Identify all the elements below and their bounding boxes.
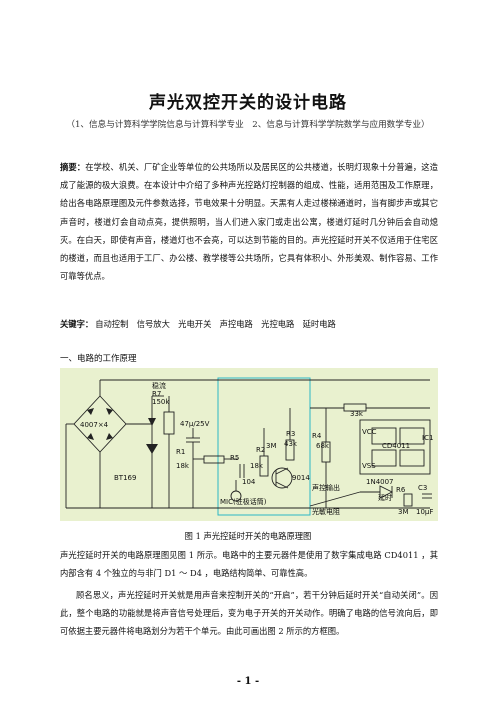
fig-label-r3-value: 43k	[284, 440, 298, 448]
fig-label-transistor: 9014	[292, 474, 310, 482]
keywords-text: 自动控制 信号放大 光电开关 声控电路 光控电路 延时电路	[95, 319, 336, 329]
fig-label-r3: R3	[286, 430, 295, 438]
fig-label-r1-value: 18k	[176, 462, 190, 470]
fig-label-r5: R5	[230, 454, 239, 462]
fig-label-mic: MIC(驻极话筒)	[220, 497, 267, 506]
page-number: - 1 -	[236, 676, 260, 687]
fig-label-r7: R7	[152, 390, 161, 398]
fig-label-zener: 稳流	[152, 381, 166, 390]
fig-label-mic-resistor: 3M	[266, 442, 277, 450]
fig-label-33k: 33k	[350, 410, 364, 418]
fig-label-bridge: 4007×4	[80, 421, 109, 429]
figure-caption: 图 1 声光控延时开关的电路原理图	[184, 531, 312, 541]
fig-label-ic-name: CD4011	[382, 442, 410, 450]
fig-label-1n4007: 1N4007	[366, 478, 394, 486]
circuit-diagram: 4007×4 稳流 R7 150k 47μ/25V R1 18k BT169 R…	[60, 368, 438, 521]
author-affiliation: （1、信息与计算科学学院信息与计算科学专业 2、信息与计算科学学院数学与应用数学…	[66, 120, 430, 130]
body-paragraph-2: 顾名思义，声光控延时开关就是用声音来控制开关的“开启”，若干分钟后延时开关“自动…	[60, 590, 438, 637]
fig-label-sound-output: 声控输出	[312, 483, 340, 492]
fig-label-vcc: VCC	[362, 428, 377, 436]
keywords: 关键字：自动控制 信号放大 光电开关 声控电路 光控电路 延时电路	[60, 318, 336, 330]
keywords-label: 关键字：	[60, 319, 94, 329]
fig-label-c3: C3	[418, 484, 427, 492]
abstract-label: 摘要：	[60, 162, 86, 172]
fig-label-c3-value: 10μF	[416, 508, 433, 516]
fig-label-vss: VSS	[362, 462, 376, 470]
fig-label-light-sensor: 光敏电阻	[312, 507, 340, 516]
abstract-text: 在学校、机关、厂矿企业等单位的公共场所以及居民区的公共楼道，长明灯现象十分普遍，…	[60, 162, 438, 282]
fig-label-r1: R1	[176, 448, 185, 456]
fig-label-c2: 104	[242, 478, 256, 486]
abstract: 摘要：在学校、机关、厂矿企业等单位的公共场所以及居民区的公共楼道，长明灯现象十分…	[60, 158, 438, 285]
fig-label-ic: IC1	[422, 434, 433, 442]
fig-label-r4: R4	[312, 432, 322, 440]
fig-label-r4-value: 68k	[316, 442, 330, 450]
fig-label-r2: R2	[256, 446, 265, 454]
fig-label-r2-value: 18k	[250, 462, 264, 470]
fig-label-r6: R6	[396, 486, 406, 494]
fig-label-delay: 延时	[378, 493, 392, 502]
section-heading: 一、电路的工作原理	[60, 354, 137, 364]
fig-label-r7-value: 150k	[152, 398, 170, 406]
body-paragraph-1: 声光控延时开关的电路原理图见图 1 所示。电路中的主要元器件是使用了数字集成电路…	[60, 550, 438, 579]
fig-label-thyristor: BT169	[114, 474, 136, 482]
circuit-figure: 4007×4 稳流 R7 150k 47μ/25V R1 18k BT169 R…	[60, 368, 438, 521]
fig-label-c1: 47μ/25V	[180, 420, 210, 428]
fig-label-r6-value: 3M	[398, 508, 409, 516]
page-title: 声光双控开关的设计电路	[149, 93, 347, 113]
